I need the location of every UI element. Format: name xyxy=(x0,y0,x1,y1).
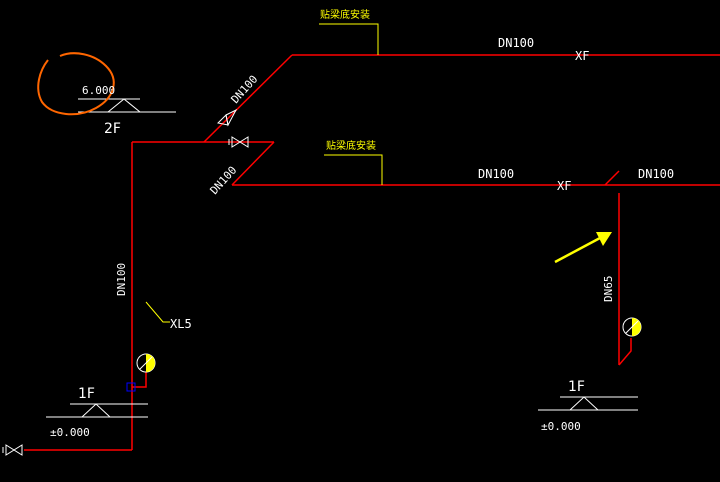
beam-note-mid-leader xyxy=(324,154,383,185)
dn100-middle-label: DN100 xyxy=(478,167,514,181)
annotation-leaders xyxy=(145,23,383,323)
elevation-2f-label: 6.000 xyxy=(82,84,115,97)
gate-valve-icon xyxy=(216,108,238,127)
level-2f-triangle xyxy=(106,98,142,113)
level-1f-left-triangle xyxy=(80,403,112,418)
pipe-gauge-branch-right xyxy=(618,338,632,366)
text-labels: 贴梁底安装 贴梁底安装 DN100 XF DN100 DN100 DN100 X… xyxy=(50,8,674,439)
pressure-gauge-icon xyxy=(136,353,156,373)
floor-1f-right-label: 1F xyxy=(568,379,585,395)
level-marks xyxy=(46,98,638,418)
gate-valve-icon xyxy=(228,136,249,148)
gate-valve-icon xyxy=(2,444,23,456)
level-1f-right-triangle xyxy=(568,396,600,411)
pipe-network xyxy=(24,54,720,451)
arrow-pointer-icon xyxy=(554,232,612,264)
elevation-1f-left-label: ±0.000 xyxy=(50,426,90,439)
pipe-upper-diagonal xyxy=(203,54,293,143)
beam-note-top-leader xyxy=(319,23,379,55)
riser-tag-label: XL5 xyxy=(170,317,192,331)
dn100-vertical-label: DN100 xyxy=(115,263,128,296)
pressure-gauge-icon xyxy=(622,317,642,337)
connector-square xyxy=(126,382,136,392)
xf-middle-label: XF xyxy=(557,179,571,193)
dn100-right-label: DN100 xyxy=(638,167,674,181)
dn100-top-label: DN100 xyxy=(498,36,534,50)
riser-tag-leader xyxy=(145,301,170,323)
xf-top-label: XF xyxy=(575,49,589,63)
pipe-gauge-branch-left xyxy=(132,372,147,388)
dn65-vertical-label: DN65 xyxy=(602,276,615,303)
pipe-lower-diagonal xyxy=(231,141,275,186)
elevation-1f-right-label: ±0.000 xyxy=(541,420,581,433)
beam-note-mid: 贴梁底安装 xyxy=(326,139,376,152)
dn100-diagonal-lower-label: DN100 xyxy=(208,164,240,197)
beam-note-top: 贴梁底安装 xyxy=(320,8,370,21)
markup-circle xyxy=(37,52,115,116)
floor-2f-label: 2F xyxy=(104,121,121,137)
pipe-tee-mark xyxy=(604,170,620,186)
floor-1f-left-label: 1F xyxy=(78,386,95,402)
